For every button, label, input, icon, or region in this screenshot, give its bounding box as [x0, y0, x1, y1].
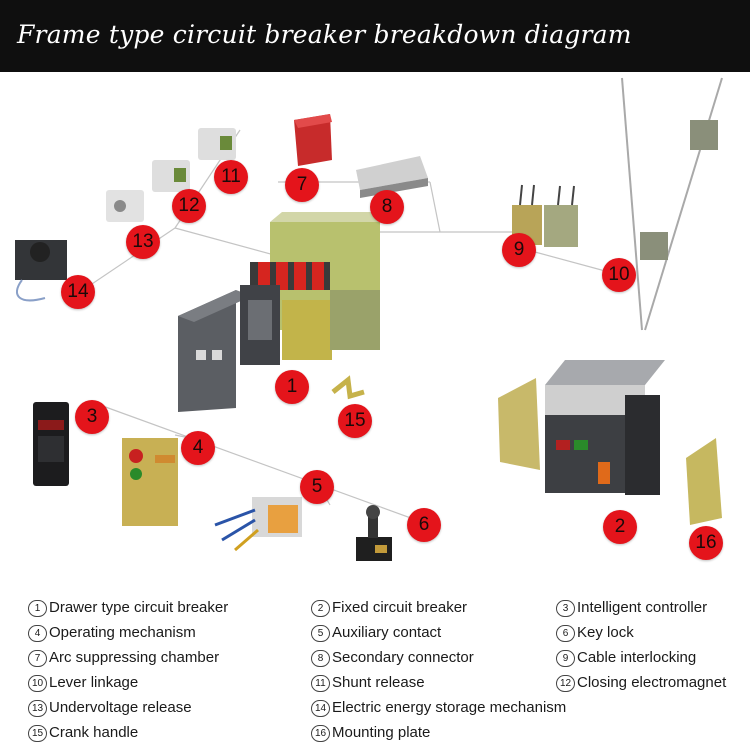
storage-mechanism-illustration	[15, 240, 67, 302]
page-title: Frame type circuit breaker breakdown dia…	[17, 20, 632, 49]
badge-6: 6	[407, 508, 441, 542]
badge-1: 1	[275, 370, 309, 404]
badge-3: 3	[75, 400, 109, 434]
badge-13: 13	[126, 225, 160, 259]
controller-illustration	[33, 402, 69, 486]
crank-handle-illustration	[331, 375, 365, 400]
lever-block-bottom	[640, 232, 668, 260]
badge-15: 15	[338, 404, 372, 438]
badge-4: 4	[181, 431, 215, 465]
badge-9: 9	[502, 233, 536, 267]
badge-14: 14	[61, 275, 95, 309]
badge-5: 5	[300, 470, 334, 504]
arc-chamber-illustration	[294, 114, 332, 166]
drawer-breaker-illustration	[178, 212, 390, 412]
badge-16: 16	[689, 526, 723, 560]
lever-block-top	[690, 120, 718, 150]
key-lock-illustration	[356, 505, 392, 561]
badge-10: 10	[602, 258, 636, 292]
auxiliary-contact-illustration	[214, 497, 302, 552]
release-units-illustration	[106, 128, 236, 222]
badge-12: 12	[172, 189, 206, 223]
operating-mechanism-illustration	[122, 438, 178, 526]
fixed-breaker-illustration	[498, 360, 665, 495]
diagram-illustration	[15, 77, 723, 561]
title-bar: Frame type circuit breaker breakdown dia…	[0, 0, 750, 72]
badge-2: 2	[603, 510, 637, 544]
breakdown-diagram: 1 2 3 4 5 6 7 8 9 10 11 12 13 14 15 16	[0, 72, 750, 592]
mounting-plate-illustration	[686, 438, 722, 525]
badge-7: 7	[285, 168, 319, 202]
badge-11: 11	[214, 160, 248, 194]
badge-8: 8	[370, 190, 404, 224]
